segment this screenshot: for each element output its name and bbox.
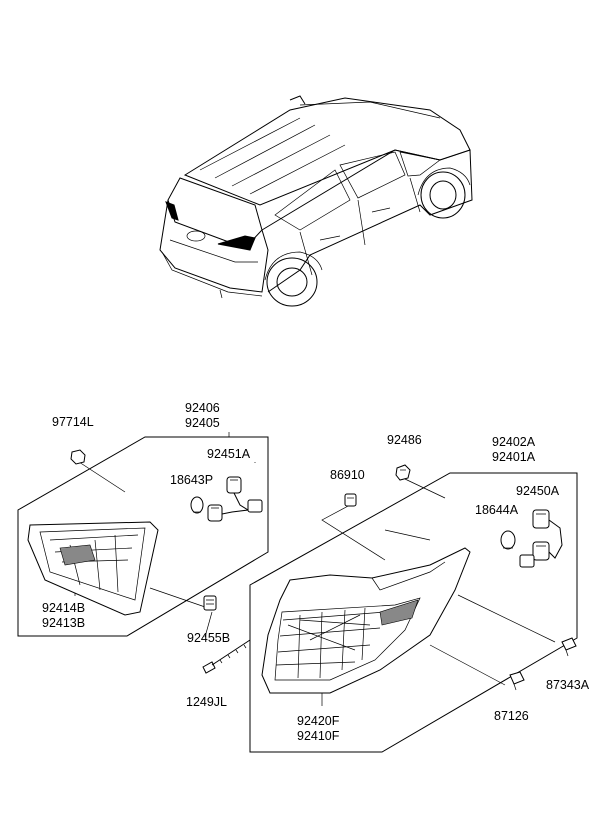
label-92413b: 92413B: [42, 616, 85, 630]
retainer-86910-part: [344, 493, 357, 507]
screw-1249jl-part: [202, 639, 251, 674]
label-92450a: 92450A: [516, 484, 560, 498]
label-87343a: 87343A: [546, 678, 590, 692]
bulb-18643p-part: [190, 496, 204, 514]
label-18644a: 18644A: [475, 503, 519, 517]
socket-wiring-92450a-part: [519, 509, 563, 568]
label-92455b: 92455B: [187, 631, 230, 645]
outer-lamp-group-frame: [249, 472, 578, 753]
label-87126: 87126: [494, 709, 529, 723]
label-92486: 92486: [387, 433, 422, 447]
screw-92486-part: [395, 464, 411, 481]
nut-97714l-part: [70, 449, 86, 465]
part-labels: 97714L 92406 92405 92451A 18643P 92414B …: [42, 401, 590, 743]
label-18643p: 18643P: [170, 473, 213, 487]
label-92420f: 92420F: [297, 714, 340, 728]
label-97714l: 97714L: [52, 415, 94, 429]
outer-lamp-part: [261, 547, 471, 694]
label-92406: 92406: [185, 401, 220, 415]
outer-lamp-assembly: [249, 464, 578, 753]
label-92402a: 92402A: [492, 435, 536, 449]
screw-87126-part: [509, 671, 525, 691]
label-92410f: 92410F: [297, 729, 340, 743]
label-1249jl: 1249JL: [186, 695, 227, 709]
label-92414b: 92414B: [42, 601, 85, 615]
inner-lamp-group-frame: [17, 436, 269, 637]
label-92401a: 92401A: [492, 450, 536, 464]
label-92451a: 92451A: [207, 447, 251, 461]
socket-wiring-92451a-part: [207, 476, 263, 522]
vehicle-illustration: [159, 95, 473, 307]
label-86910: 86910: [330, 468, 365, 482]
screw-87343a-part: [561, 637, 577, 657]
inner-lamp-part: [27, 521, 159, 616]
label-92405: 92405: [185, 416, 220, 430]
bolt-92455b-part: [203, 595, 217, 611]
inner-lamp-assembly: [17, 432, 269, 674]
bulb-18644a-part: [500, 530, 516, 550]
